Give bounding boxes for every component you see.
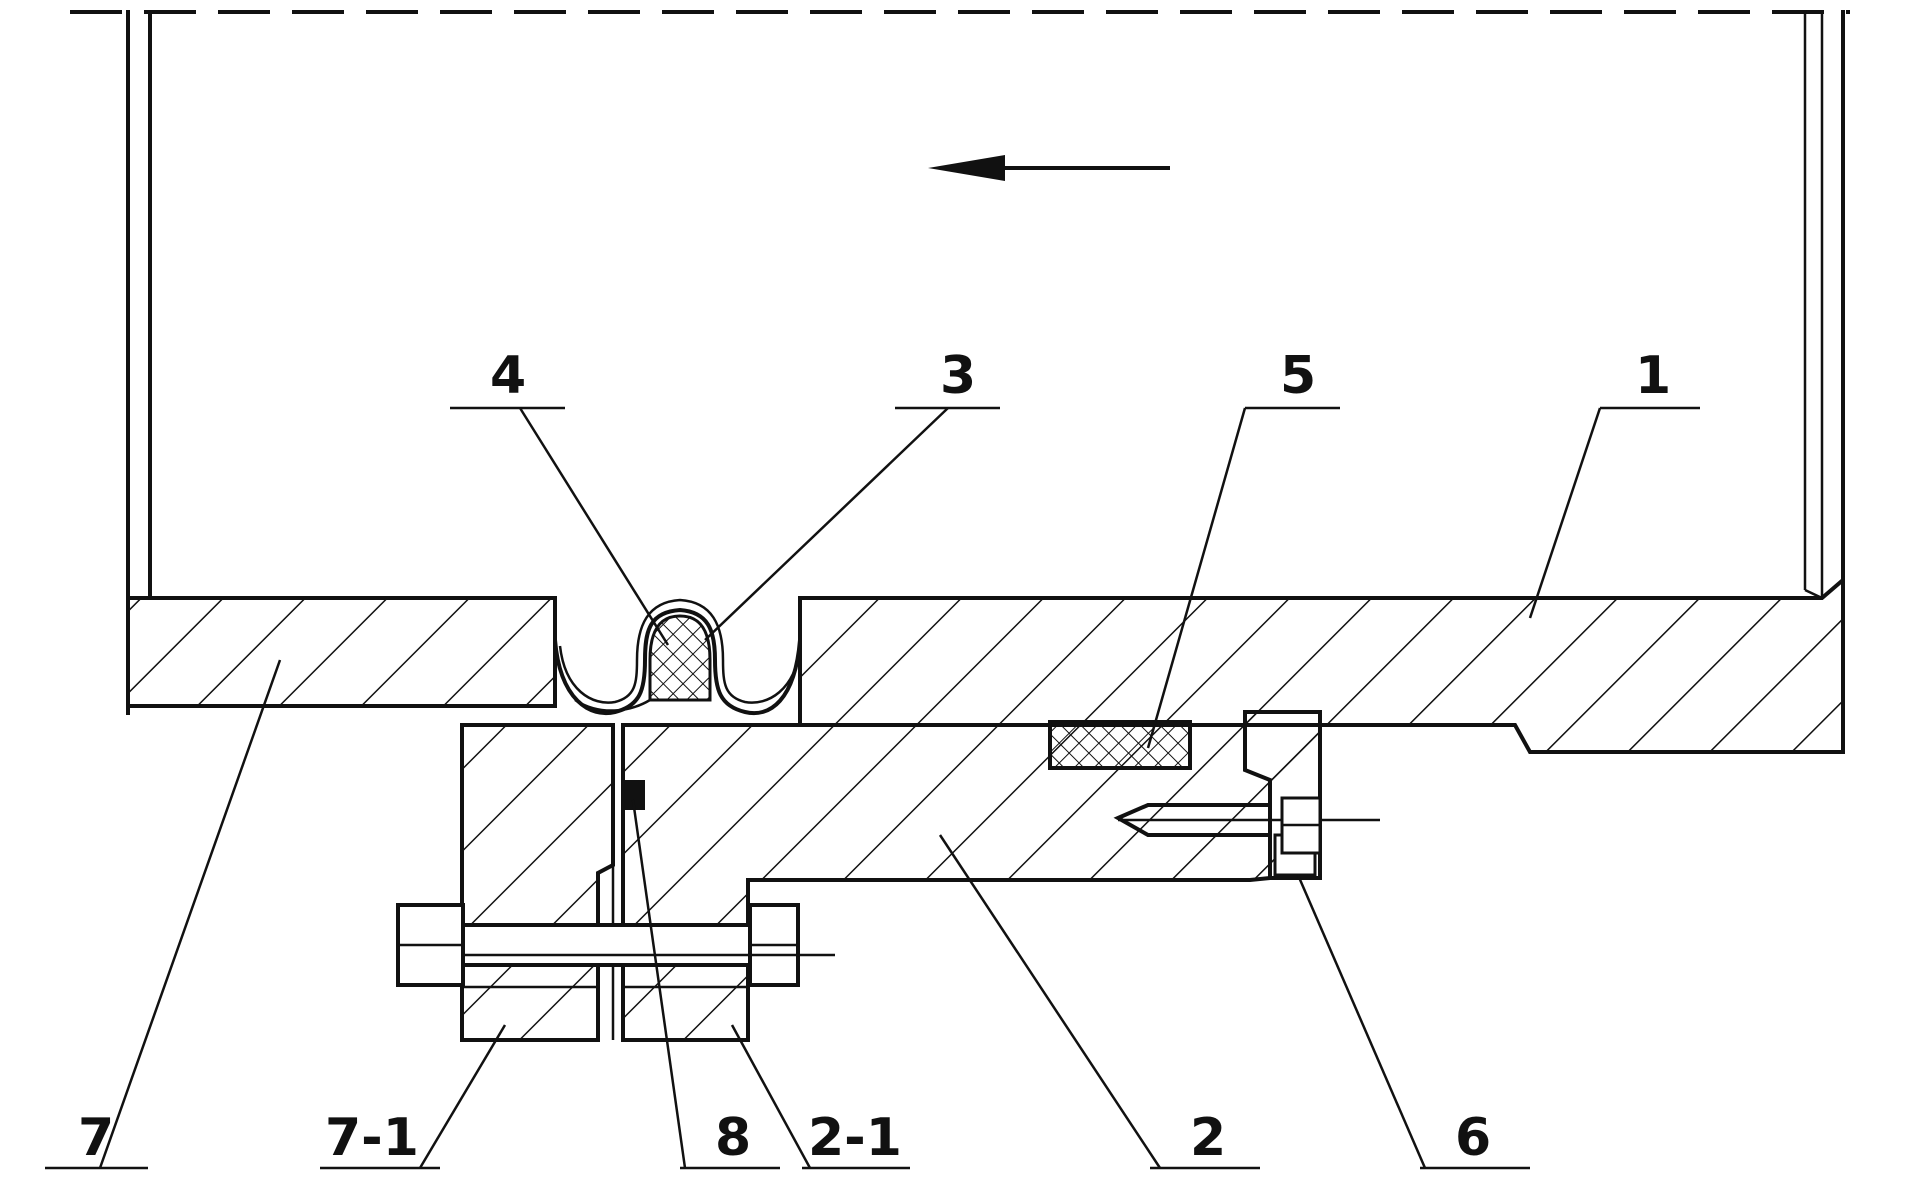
label-part-6: 6 xyxy=(1455,1108,1491,1168)
label-part-7: 7 xyxy=(78,1108,114,1168)
label-part-5: 5 xyxy=(1280,346,1316,406)
leader-lines xyxy=(45,406,1700,1170)
left-flange-block xyxy=(460,723,615,1042)
label-part-2: 2 xyxy=(1190,1108,1226,1168)
label-part-1: 1 xyxy=(1635,346,1671,406)
right-bolt xyxy=(1113,796,1380,855)
label-part-3: 3 xyxy=(940,346,976,406)
corrugated-expansion-joint xyxy=(553,607,802,716)
label-part-2-1: 2-1 xyxy=(808,1108,902,1168)
flow-direction-arrow xyxy=(928,155,1170,181)
filler-core xyxy=(648,614,712,702)
packing-seal xyxy=(1048,720,1192,770)
seal-element xyxy=(625,780,645,810)
label-part-4: 4 xyxy=(490,346,526,406)
left-bolt xyxy=(396,903,835,987)
label-part-8: 8 xyxy=(715,1108,751,1168)
label-part-7-1: 7-1 xyxy=(325,1108,419,1168)
right-flange-body xyxy=(621,723,1322,927)
left-base-plate xyxy=(126,596,557,708)
